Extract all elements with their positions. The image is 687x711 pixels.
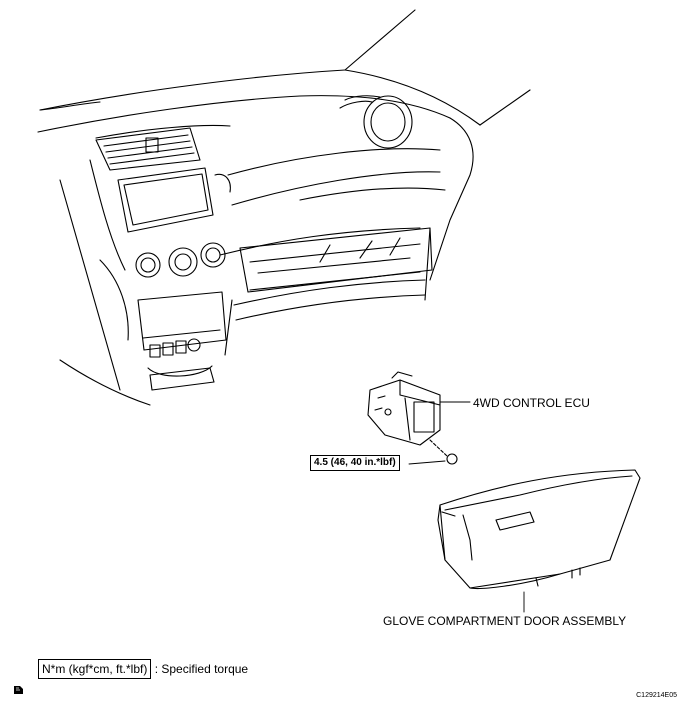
glove-compartment-door — [437, 469, 641, 613]
bolt — [408, 439, 458, 465]
center-console — [95, 127, 231, 391]
dashboard-body — [37, 95, 474, 406]
legend-unit-box: N*m (kgf*cm, ft.*lbf) — [38, 659, 152, 679]
side-air-vent — [339, 95, 413, 149]
torque-spec: 4.5 (46, 40 in.*lbf) — [310, 455, 400, 471]
scan-mark-icon — [14, 686, 23, 694]
torque-legend: N*m (kgf*cm, ft.*lbf) : Specified torque — [38, 659, 248, 679]
legend-description: : Specified torque — [154, 662, 249, 676]
ecu-label: 4WD CONTROL ECU — [473, 396, 590, 410]
windshield-edge — [39, 9, 531, 126]
ecu-module — [367, 371, 471, 446]
glove-box-label: GLOVE COMPARTMENT DOOR ASSEMBLY — [383, 614, 627, 628]
figure-code: C129214E05 — [636, 692, 677, 699]
glove-box-opening — [239, 227, 433, 293]
